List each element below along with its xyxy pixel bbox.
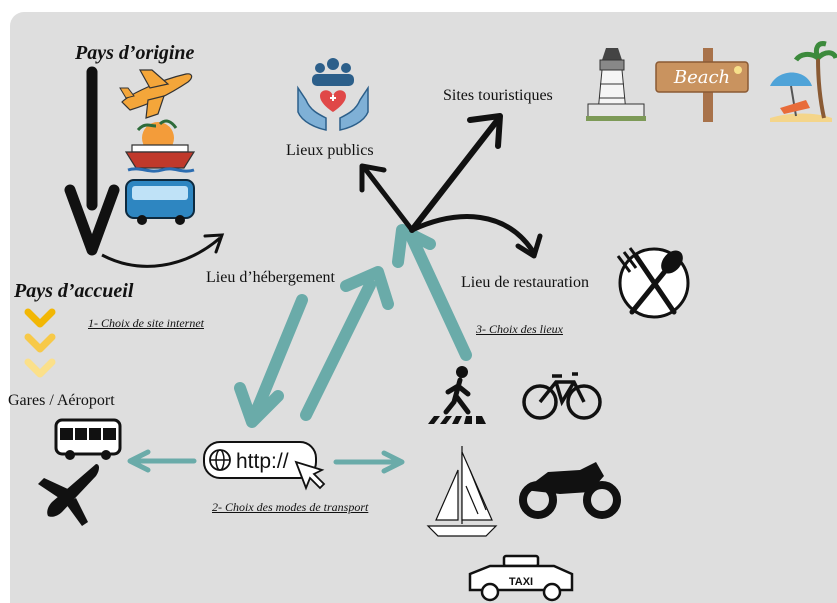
- url-text: http://: [236, 450, 289, 473]
- teal-arrows: [127, 224, 472, 474]
- beach-sign-text: Beach: [673, 67, 730, 88]
- tourist-sites-label: Sites touristiques: [443, 87, 553, 104]
- sailboat-icon: [426, 446, 498, 537]
- beach-sign-icon: [655, 48, 749, 122]
- pedestrian-crossing-icon: [428, 366, 486, 424]
- host-country-label: Pays d’accueil: [14, 280, 134, 302]
- public-places-label: Lieux publics: [286, 142, 374, 159]
- taxi-sign-text: TAXI: [509, 576, 533, 588]
- center-black-arrows: [359, 113, 543, 259]
- origin-down-arrow: [64, 66, 225, 268]
- bus-icon: [125, 179, 195, 225]
- web-url-icon: [203, 441, 326, 491]
- motorcycle-icon: [519, 462, 621, 519]
- accommodation-label: Lieu d’hébergement: [206, 269, 335, 286]
- bus-outline-icon: [54, 418, 122, 460]
- origin-country-label: Pays d’origine: [75, 42, 195, 64]
- taxi-icon: [468, 554, 574, 602]
- lighthouse-icon: [586, 48, 646, 121]
- step3-label: 3- Choix des lieux: [476, 322, 563, 336]
- fork-spoon-plate-icon: [616, 247, 690, 319]
- health-hands-icon: [297, 58, 369, 131]
- bicycle-icon: [522, 372, 602, 420]
- restaurant-label: Lieu de restauration: [461, 274, 589, 291]
- chevron-down-icons: [24, 308, 56, 378]
- airplane-icon: [119, 69, 193, 119]
- step2-label: 2- Choix des modes de transport: [212, 500, 369, 514]
- black-airplane-icon: [38, 464, 99, 526]
- step1-label: 1- Choix de site internet: [88, 316, 204, 330]
- beach-umbrella-icon: [770, 41, 837, 122]
- cruise-ship-icon: [124, 119, 196, 173]
- stations-airport-label: Gares / Aéroport: [8, 392, 115, 409]
